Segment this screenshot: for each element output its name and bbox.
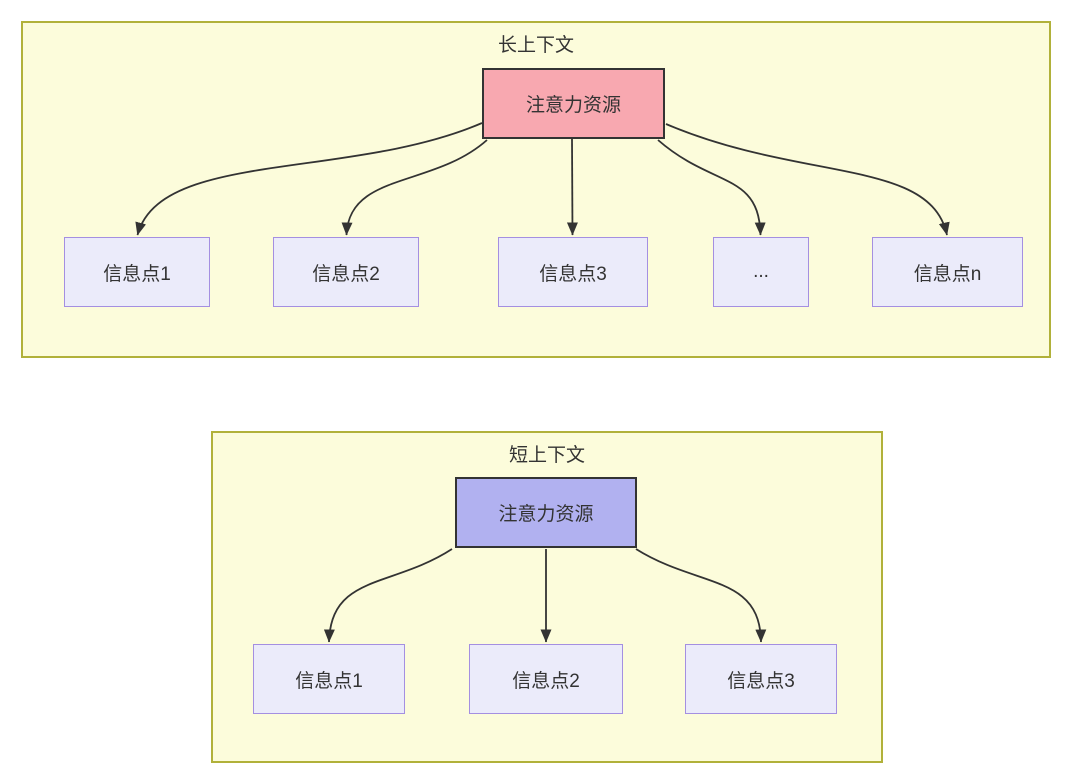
info-node-long-1: 信息点1 [64, 237, 210, 307]
long-context-title: 长上下文 [497, 35, 574, 56]
info-node-short-3: 信息点3 [685, 644, 837, 714]
info-node-ellipsis: ... [713, 237, 809, 307]
attention-resource-node-long: 注意力资源 [482, 68, 665, 139]
short-context-title: 短上下文 [508, 445, 585, 466]
info-node-short-2: 信息点2 [469, 644, 623, 714]
info-node-long-2: 信息点2 [273, 237, 419, 307]
info-node-short-1: 信息点1 [253, 644, 405, 714]
attention-resource-node-short: 注意力资源 [455, 477, 637, 548]
info-node-long-n: 信息点n [872, 237, 1023, 307]
info-node-long-3: 信息点3 [498, 237, 648, 307]
